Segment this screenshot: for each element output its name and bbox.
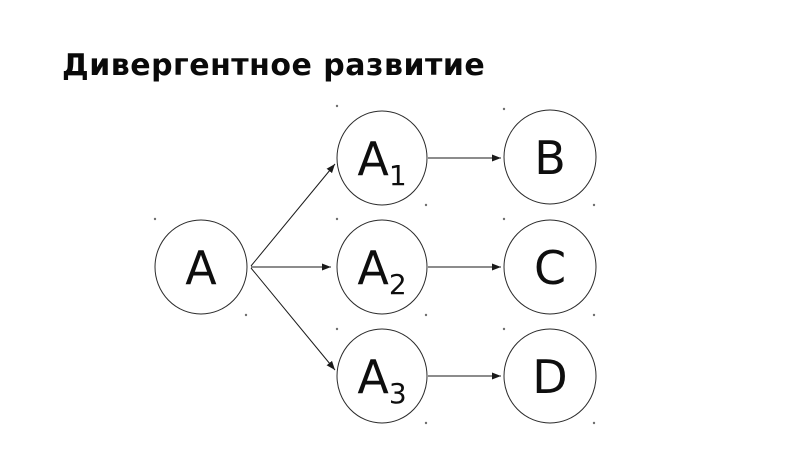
- node-a1: A1: [336, 110, 428, 206]
- slide-title: Дивергентное развитие: [62, 48, 486, 83]
- node-a3-label: A3: [357, 350, 406, 410]
- grid-dots: [153, 104, 596, 425]
- node-a2-label: A2: [357, 241, 406, 301]
- node-d: D: [503, 328, 597, 424]
- node-d-circle: [503, 328, 597, 424]
- node-a2-circle: [336, 219, 428, 315]
- node-a: A: [154, 219, 248, 315]
- node-a1-circle: [336, 110, 428, 206]
- node-a3: A3: [336, 328, 428, 424]
- node-a-label: A: [185, 241, 217, 295]
- node-d-label: D: [532, 350, 567, 404]
- node-a3-circle: [336, 328, 428, 424]
- node-a2: A2: [336, 219, 428, 315]
- node-b-label: B: [534, 131, 566, 185]
- edge-a-a1: [250, 163, 336, 267]
- node-a1-label: A1: [357, 132, 406, 192]
- node-b: B: [503, 109, 597, 205]
- node-c-label: C: [534, 241, 566, 295]
- node-c: C: [503, 219, 597, 315]
- node-c-circle: [503, 219, 597, 315]
- node-a-circle: [154, 219, 248, 315]
- node-b-circle: [503, 109, 597, 205]
- edges: [250, 154, 501, 380]
- edge-a1-b: [250, 267, 336, 371]
